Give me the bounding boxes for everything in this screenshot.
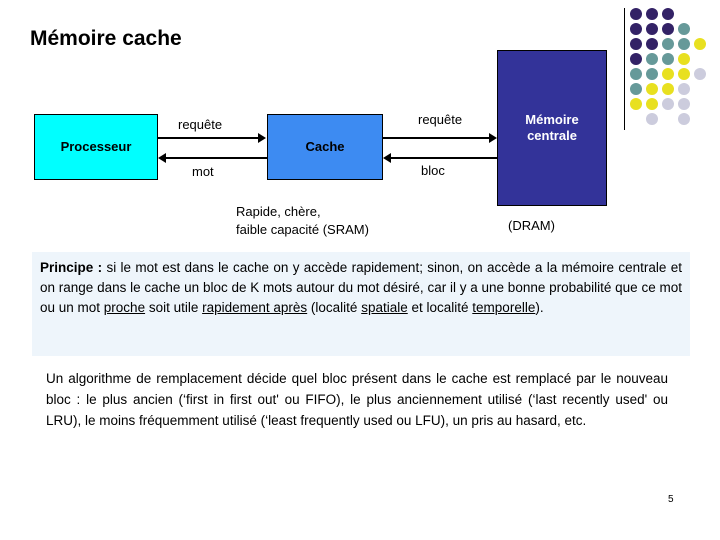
decorative-dot [630,83,642,95]
page-number: 5 [668,494,674,505]
decorative-dot [646,8,658,20]
algorithme-block: Un algorithme de remplacement décide que… [46,368,668,431]
decorative-dot [678,113,690,125]
arrow-processor-to-cache-head [258,133,266,143]
decorative-dot [630,68,642,80]
arrow-label-mot: mot [192,164,214,179]
decorative-dot [646,83,658,95]
decorative-dot [678,38,690,50]
decorative-dot [630,53,642,65]
diagram-box-processeur: Processeur [34,114,158,180]
principe-highlight-block: Principe : si le mot est dans le cache o… [32,252,690,356]
decorative-dot [630,23,642,35]
caption-memory-dram: (DRAM) [508,218,555,233]
diagram-box-memoire-centrale-label: Mémoire centrale [525,111,579,143]
principe-paragraph: Principe : si le mot est dans le cache o… [40,260,682,315]
arrow-cache-to-processor-head [158,153,166,163]
decorative-dot [646,113,658,125]
decorative-dot [646,68,658,80]
decorative-dot [694,68,706,80]
decorative-dot [678,23,690,35]
arrow-cache-to-memory-head [489,133,497,143]
decorative-dot [646,98,658,110]
decorative-dot [678,68,690,80]
caption-cache-sram: Rapide, chère, faible capacité (SRAM) [236,204,369,237]
decorative-dot [662,68,674,80]
decorative-vertical-rule [624,8,625,130]
decorative-dot [694,38,706,50]
decorative-dot [662,38,674,50]
diagram-box-memoire-centrale: Mémoire centrale [497,50,607,206]
decorative-dot [678,83,690,95]
decorative-dot [662,83,674,95]
arrow-cache-to-memory-shaft [383,137,489,139]
algorithme-paragraph: Un algorithme de remplacement décide que… [46,371,668,428]
decorative-dot-grid [630,8,710,128]
arrow-label-bloc: bloc [421,163,445,178]
arrow-processor-to-cache-shaft [158,137,258,139]
arrow-memory-to-cache-head [383,153,391,163]
decorative-dot [646,53,658,65]
decorative-dot [630,8,642,20]
arrow-label-requete-2: requête [418,112,463,127]
arrow-label-requete-1: requête [178,117,223,132]
decorative-dot [646,38,658,50]
decorative-dot [630,98,642,110]
page-title: Mémoire cache [30,27,182,50]
decorative-dot [662,8,674,20]
decorative-dot [678,98,690,110]
decorative-dot [678,53,690,65]
decorative-dot [662,98,674,110]
diagram-box-cache-label: Cache [305,138,345,154]
diagram-box-cache: Cache [267,114,383,180]
decorative-dot [646,23,658,35]
arrow-memory-to-cache-shaft [391,157,497,159]
decorative-dot [662,53,674,65]
decorative-dot [630,38,642,50]
decorative-dot [662,23,674,35]
arrow-cache-to-processor-shaft [166,157,267,159]
diagram-box-processeur-label: Processeur [60,138,132,154]
